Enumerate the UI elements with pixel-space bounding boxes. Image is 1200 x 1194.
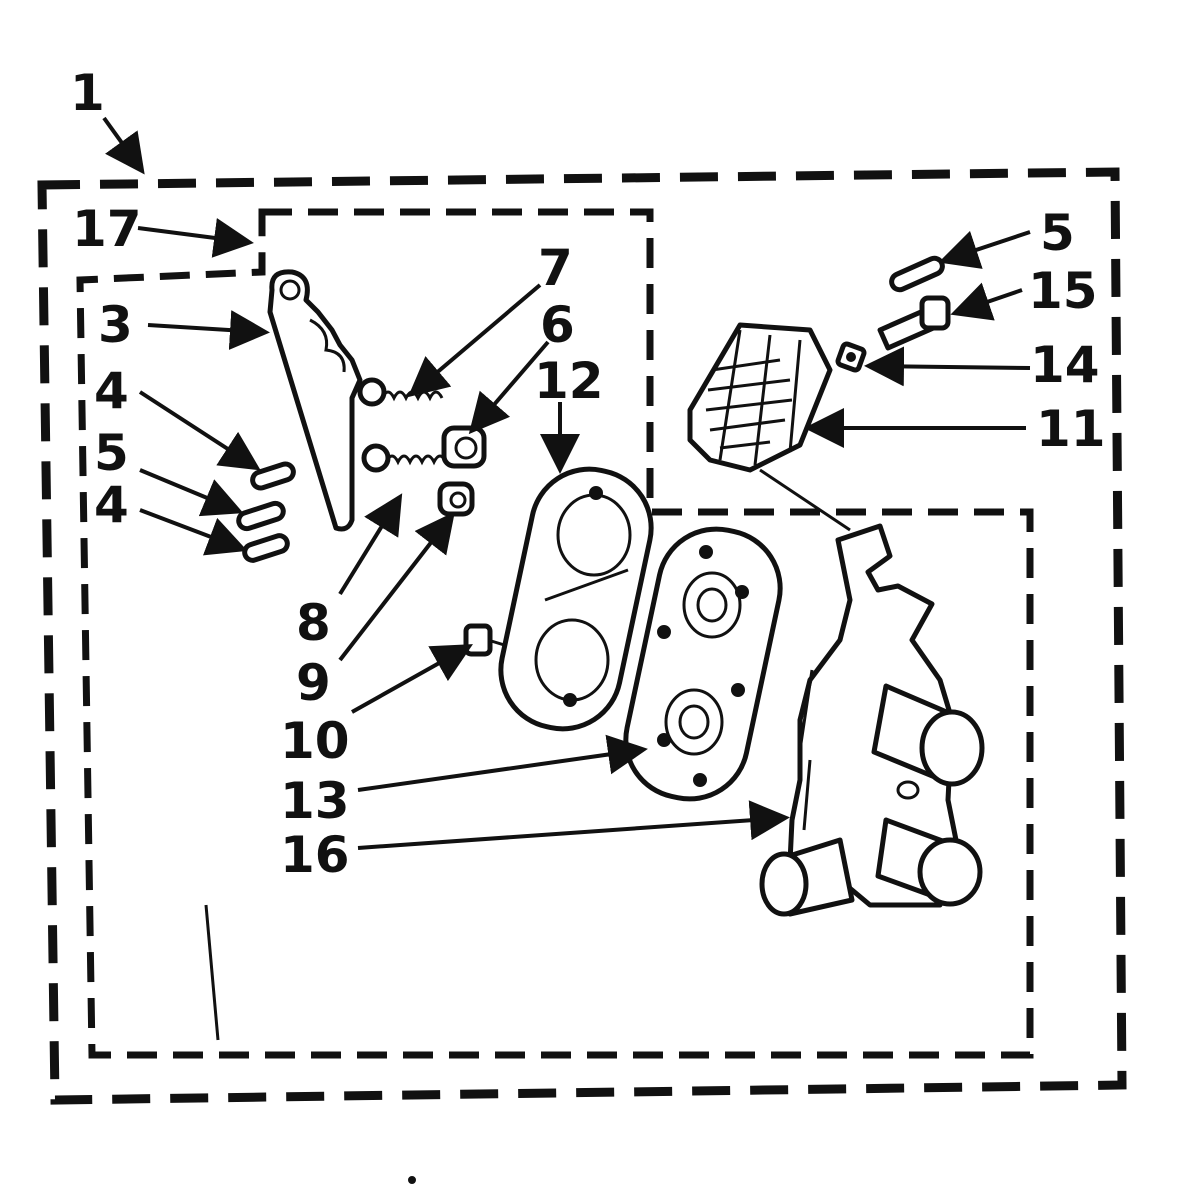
springs-part	[357, 377, 448, 473]
leader-10	[351, 644, 473, 714]
leader-13	[357, 734, 648, 792]
callout-1: 1	[70, 64, 105, 122]
callout-11: 11	[1036, 400, 1106, 458]
inner-assembly-boundary	[76, 208, 1034, 1059]
leader-16	[357, 800, 790, 850]
stray-dot	[408, 1176, 416, 1184]
leader-1	[102, 116, 145, 175]
valve-body-part	[759, 523, 985, 917]
callout-15: 15	[1028, 262, 1098, 320]
leader-5b	[938, 230, 1031, 269]
pin-right-part	[889, 255, 945, 293]
leader-8	[338, 493, 403, 596]
stray-mark	[204, 904, 220, 1041]
pins-part	[236, 461, 296, 563]
callout-14: 14	[1030, 336, 1100, 394]
callout-3: 3	[98, 296, 133, 354]
callout-4a: 4	[94, 362, 129, 420]
callout-13: 13	[280, 772, 350, 830]
coil-connector-line	[759, 468, 851, 532]
clip-part	[835, 341, 867, 373]
callout-10: 10	[280, 712, 350, 770]
callout-7: 7	[538, 239, 573, 297]
callout-12: 12	[534, 352, 604, 410]
valve-plate-part	[623, 526, 783, 802]
solenoid-coil-part	[687, 322, 833, 473]
callout-17: 17	[72, 200, 142, 258]
leader-14	[864, 346, 1031, 387]
leader-4b	[139, 508, 248, 556]
bolt-part	[877, 295, 951, 351]
leader-17	[137, 218, 254, 258]
lever-part	[267, 269, 363, 532]
bushings-part	[437, 425, 487, 517]
outer-kit-boundary	[37, 167, 1127, 1105]
leader-6	[468, 340, 550, 435]
callout-8: 8	[296, 594, 331, 652]
callout-4b: 4	[94, 476, 129, 534]
callout-9: 9	[296, 654, 331, 712]
leader-3	[147, 310, 270, 351]
callout-5a: 5	[94, 424, 129, 482]
callout-6: 6	[540, 296, 575, 354]
leader-4a	[138, 390, 261, 471]
callout-16: 16	[280, 826, 350, 884]
leader-15	[950, 282, 1023, 321]
gasket-part	[498, 466, 654, 732]
leader-5a	[139, 468, 244, 517]
leader-9	[338, 511, 455, 662]
leader-7	[407, 283, 542, 398]
callout-5b: 5	[1040, 204, 1075, 262]
